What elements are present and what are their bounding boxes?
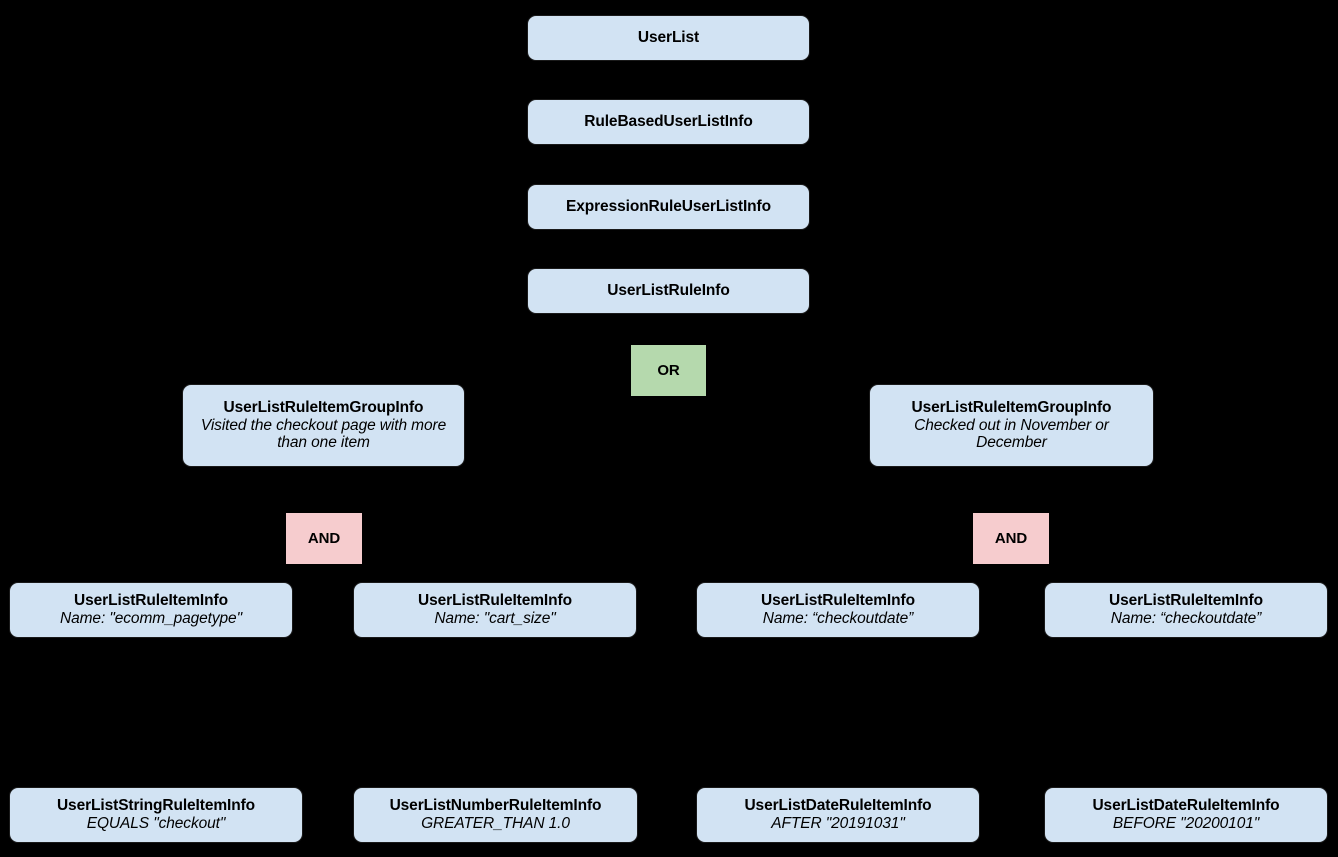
edge-operator-and-right-to-rule-item-checkoutdate-before <box>1010 563 1192 578</box>
node-title: UserListDateRuleItemInfo <box>1092 797 1280 815</box>
node-subtitle: Name: “checkoutdate” <box>762 610 914 627</box>
edge-group-left-to-operator-and-left <box>317 466 330 509</box>
node-title: UserListRuleItemGroupInfo <box>911 398 1112 416</box>
node-subtitle: Name: “checkoutdate” <box>1110 610 1262 627</box>
node-title: UserListStringRuleItemInfo <box>56 797 256 815</box>
node-subtitle: Checked out in November or December <box>914 416 1109 452</box>
node-title: UserListRuleItemGroupInfo <box>223 398 424 416</box>
node-operator-and-left[interactable]: AND <box>286 513 362 564</box>
node-title: UserListRuleItemInfo <box>761 592 915 610</box>
node-subtitle: Name: "ecomm_pagetype" <box>60 610 242 627</box>
edge-rule-item-ecomm-pagetype-to-string-rule-item-info <box>149 637 162 783</box>
node-title: UserListRuleInfo <box>607 282 730 300</box>
node-expression-rule-user-list-info[interactable]: ExpressionRuleUserListInfo <box>527 184 810 230</box>
node-operator-or[interactable]: OR <box>631 345 706 396</box>
node-operator-and-right[interactable]: AND <box>973 513 1049 564</box>
node-subtitle: EQUALS "checkout" <box>86 815 226 832</box>
node-title: OR <box>657 361 680 379</box>
edge-operator-and-right-to-rule-item-checkoutdate-after <box>832 563 1012 578</box>
node-subtitle: GREATER_THAN 1.0 <box>421 815 570 832</box>
edge-group-right-to-operator-and-right <box>1005 466 1018 509</box>
node-subtitle: BEFORE "20200101" <box>1112 815 1260 832</box>
node-title: UserListDateRuleItemInfo <box>744 797 932 815</box>
node-subtitle: Name: "cart_size" <box>434 610 556 627</box>
node-title: ExpressionRuleUserListInfo <box>566 198 771 216</box>
node-title: RuleBasedUserListInfo <box>584 113 753 131</box>
node-user-list-rule-info[interactable]: UserListRuleInfo <box>527 268 810 314</box>
node-rule-based-user-list-info[interactable]: RuleBasedUserListInfo <box>527 99 810 145</box>
node-title: UserList <box>637 29 700 47</box>
node-user-list[interactable]: UserList <box>527 15 810 61</box>
node-title: UserListNumberRuleItemInfo <box>389 797 602 815</box>
node-subtitle: AFTER "20191031" <box>771 815 905 832</box>
node-title: AND <box>307 529 341 547</box>
node-title: UserListRuleItemInfo <box>1109 592 1263 610</box>
node-subtitle: Visited the checkout page with more than… <box>200 416 447 452</box>
node-title: UserListRuleItemInfo <box>74 592 228 610</box>
edge-rule-item-cart-size-to-number-rule-item-info <box>489 637 502 783</box>
node-title: UserListRuleItemInfo <box>418 592 572 610</box>
edge-operator-and-left-to-rule-item-cart-size <box>323 563 501 578</box>
edge-operator-and-left-to-rule-item-ecomm-pagetype <box>145 563 325 578</box>
node-title: AND <box>994 529 1028 547</box>
